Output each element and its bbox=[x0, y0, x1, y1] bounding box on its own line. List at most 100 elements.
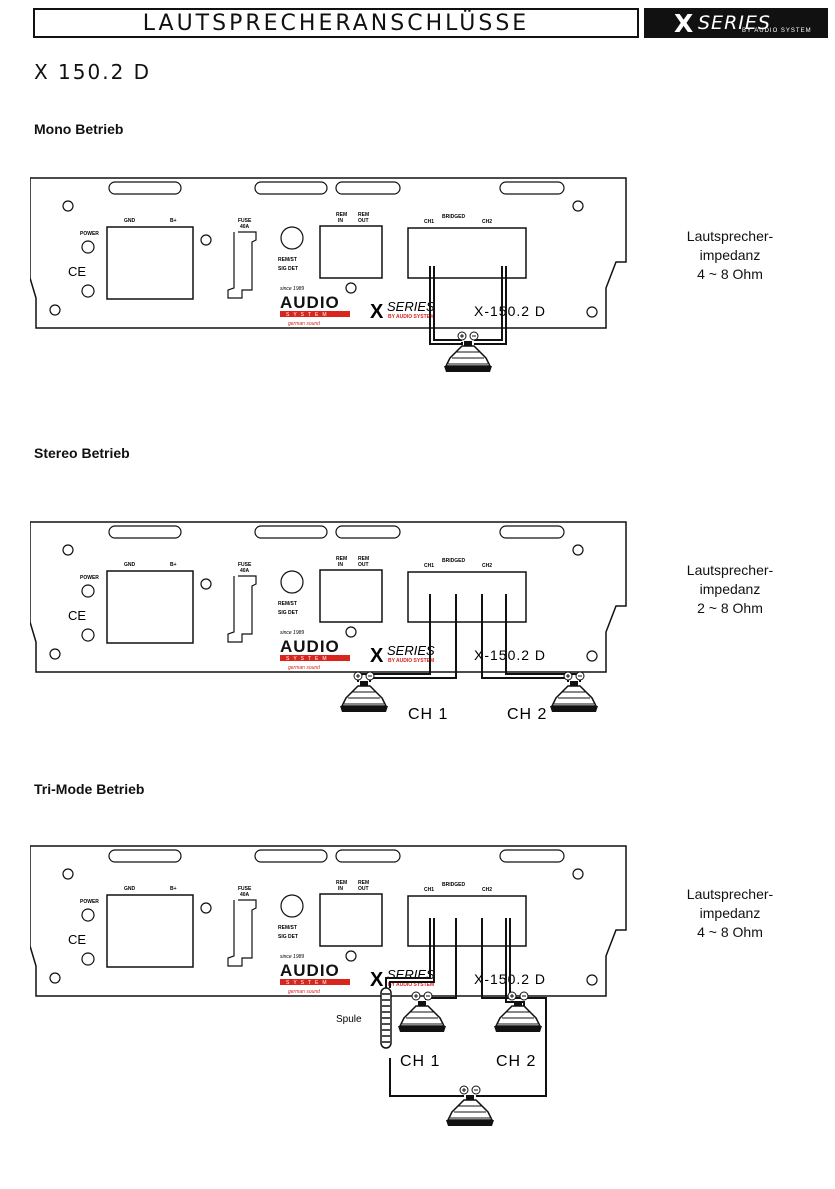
section-title-stereo: Stereo Betrieb bbox=[34, 445, 130, 461]
header-title-box: LAUTSPRECHERANSCHLÜSSE bbox=[33, 8, 639, 38]
svg-text:POWER: POWER bbox=[80, 575, 99, 581]
xseries-logo-x: X bbox=[674, 9, 694, 38]
model-name: X 150.2 D bbox=[34, 60, 152, 84]
speaker-symbol bbox=[340, 671, 388, 712]
svg-text:BY AUDIO SYSTEM: BY AUDIO SYSTEM bbox=[388, 982, 434, 988]
svg-text:since 1989: since 1989 bbox=[280, 286, 304, 292]
svg-text:REM: REM bbox=[336, 880, 347, 886]
amplifier-panel: GND B+ POWER CE FUSE 40A REM/ST SIG DET … bbox=[30, 521, 627, 673]
svg-text:IN: IN bbox=[338, 886, 343, 892]
svg-text:BRIDGED: BRIDGED bbox=[442, 558, 465, 564]
coil-spule bbox=[380, 987, 392, 1049]
xseries-logo-series: SERIES bbox=[698, 12, 771, 34]
trimode-wiring-diagram: GND B+ POWER CE FUSE 40A REM/ST SIG DET … bbox=[30, 845, 627, 1126]
speaker-label-ch1: CH 1 bbox=[400, 1053, 440, 1070]
svg-text:FUSE: FUSE bbox=[238, 562, 252, 568]
speaker-ch2 bbox=[494, 991, 542, 1032]
svg-text:X: X bbox=[370, 969, 384, 991]
page-title: LAUTSPRECHERANSCHLÜSSE bbox=[142, 10, 530, 36]
svg-text:REM: REM bbox=[358, 880, 369, 886]
impedance-label-line1: Lautsprecher- bbox=[686, 228, 774, 244]
speaker-symbol bbox=[550, 671, 598, 712]
svg-text:BY AUDIO SYSTEM: BY AUDIO SYSTEM bbox=[388, 314, 434, 320]
coil-label: Spule bbox=[336, 1014, 362, 1025]
svg-text:CH1: CH1 bbox=[424, 563, 434, 569]
svg-text:CH1: CH1 bbox=[424, 887, 434, 893]
svg-text:GND: GND bbox=[124, 886, 136, 892]
section-title-mono: Mono Betrieb bbox=[34, 121, 124, 137]
amplifier-drawing: GND B+ POWER CE FUSE 40A REM/ST SIG DET … bbox=[30, 177, 627, 329]
mono-wires bbox=[429, 266, 507, 345]
speaker-symbol bbox=[494, 991, 542, 1032]
svg-text:REM/ST: REM/ST bbox=[278, 257, 297, 263]
svg-text:X: X bbox=[370, 645, 384, 667]
impedance-trimode: Lautsprecher- impedanz 4 ~ 8 Ohm bbox=[655, 885, 805, 942]
impedance-label-line2: impedanz bbox=[699, 905, 761, 921]
amplifier-drawing: GND B+ POWER CE FUSE 40A REM/ST SIG DET … bbox=[30, 845, 627, 997]
svg-text:REM: REM bbox=[358, 212, 369, 218]
svg-text:POWER: POWER bbox=[80, 231, 99, 237]
svg-text:B+: B+ bbox=[170, 218, 177, 224]
impedance-stereo: Lautsprecher- impedanz 2 ~ 8 Ohm bbox=[655, 561, 805, 618]
speaker-label-ch2: CH 2 bbox=[507, 706, 547, 723]
svg-text:BY AUDIO SYSTEM: BY AUDIO SYSTEM bbox=[388, 658, 434, 664]
xseries-logo: X SERIES BY AUDIO SYSTEM bbox=[644, 8, 828, 38]
impedance-label-line1: Lautsprecher- bbox=[686, 562, 774, 578]
svg-text:FUSE: FUSE bbox=[238, 886, 252, 892]
svg-text:REM/ST: REM/ST bbox=[278, 925, 297, 931]
impedance-value: 4 ~ 8 Ohm bbox=[697, 924, 763, 940]
svg-text:OUT: OUT bbox=[358, 218, 369, 224]
svg-text:X-150.2 D: X-150.2 D bbox=[474, 647, 546, 663]
svg-text:SYSTEM: SYSTEM bbox=[286, 980, 331, 986]
mono-wiring-diagram: GND B+ POWER CE FUSE 40A REM/ST SIG DET … bbox=[30, 177, 627, 372]
svg-text:SYSTEM: SYSTEM bbox=[286, 312, 331, 318]
svg-text:since 1989: since 1989 bbox=[280, 954, 304, 960]
svg-text:CE: CE bbox=[68, 932, 86, 947]
speaker-ch1 bbox=[398, 991, 446, 1032]
svg-text:BRIDGED: BRIDGED bbox=[442, 882, 465, 888]
speaker-symbol bbox=[444, 331, 492, 372]
svg-text:SERIES: SERIES bbox=[387, 967, 435, 982]
svg-text:REM/ST: REM/ST bbox=[278, 601, 297, 607]
svg-text:FUSE: FUSE bbox=[238, 218, 252, 224]
svg-text:CE: CE bbox=[68, 264, 86, 279]
svg-text:X: X bbox=[370, 301, 384, 323]
svg-text:SERIES: SERIES bbox=[387, 643, 435, 658]
svg-text:BRIDGED: BRIDGED bbox=[442, 214, 465, 220]
svg-text:REM: REM bbox=[336, 212, 347, 218]
svg-text:german sound: german sound bbox=[288, 321, 320, 327]
speaker-label-ch2: CH 2 bbox=[496, 1053, 536, 1070]
svg-text:GND: GND bbox=[124, 562, 136, 568]
svg-text:X-150.2 D: X-150.2 D bbox=[474, 303, 546, 319]
speaker-center bbox=[446, 1085, 494, 1126]
svg-text:GND: GND bbox=[124, 218, 136, 224]
amplifier-drawing: GND B+ POWER CE FUSE 40A REM/ST SIG DET … bbox=[30, 521, 627, 673]
svg-text:AUDIO: AUDIO bbox=[280, 637, 340, 656]
page-header: LAUTSPRECHERANSCHLÜSSE X SERIES BY AUDIO… bbox=[33, 8, 828, 40]
svg-text:OUT: OUT bbox=[358, 562, 369, 568]
svg-text:40A: 40A bbox=[240, 568, 250, 574]
speaker-mono bbox=[444, 331, 492, 372]
svg-text:40A: 40A bbox=[240, 224, 250, 230]
impedance-label-line1: Lautsprecher- bbox=[686, 886, 774, 902]
svg-text:SERIES: SERIES bbox=[387, 299, 435, 314]
xseries-logo-sub: BY AUDIO SYSTEM bbox=[742, 28, 812, 34]
svg-text:OUT: OUT bbox=[358, 886, 369, 892]
svg-text:REM: REM bbox=[336, 556, 347, 562]
stereo-wiring-diagram: GND B+ POWER CE FUSE 40A REM/ST SIG DET … bbox=[30, 521, 627, 723]
svg-text:since 1989: since 1989 bbox=[280, 630, 304, 636]
svg-text:REM: REM bbox=[358, 556, 369, 562]
speaker-label-ch1: CH 1 bbox=[408, 706, 448, 723]
amplifier-panel: GND B+ POWER CE FUSE 40A REM/ST SIG DET … bbox=[30, 845, 627, 997]
svg-text:IN: IN bbox=[338, 218, 343, 224]
speaker-ch1 bbox=[340, 671, 388, 712]
speaker-symbol bbox=[446, 1085, 494, 1126]
svg-text:SYSTEM: SYSTEM bbox=[286, 656, 331, 662]
svg-text:40A: 40A bbox=[240, 892, 250, 898]
svg-text:CH2: CH2 bbox=[482, 563, 492, 569]
svg-text:IN: IN bbox=[338, 562, 343, 568]
svg-text:CH1: CH1 bbox=[424, 219, 434, 225]
svg-text:CH2: CH2 bbox=[482, 219, 492, 225]
svg-text:B+: B+ bbox=[170, 886, 177, 892]
impedance-label-line2: impedanz bbox=[699, 581, 761, 597]
